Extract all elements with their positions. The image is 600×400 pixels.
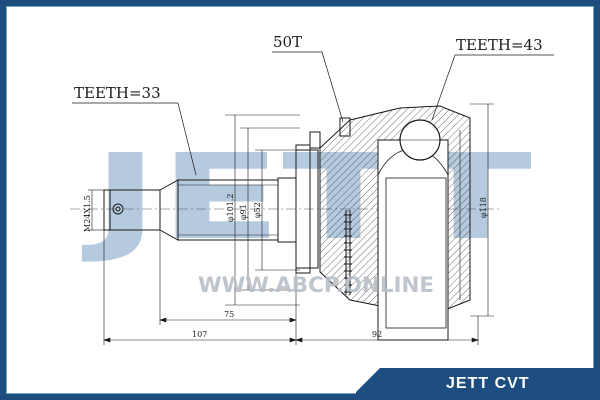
teeth-left-label: TEETH=33 [74,84,161,102]
diameter-91-dim: φ91 [239,204,248,220]
diameter-52-dim: φ52 [253,202,262,218]
stub-shaft [103,177,297,243]
brand-name: JETT CVT [446,375,530,392]
diameter-118-dim: φ118 [479,197,488,218]
length-dimensions [103,230,479,345]
teeth-right-label: TEETH=43 [456,36,543,54]
length-107-dim: 107 [192,330,207,339]
brand-banner [356,368,594,394]
abs-ring [344,210,352,295]
abs-teeth-label: 50T [273,33,302,51]
diameter-101-dim: φ101.2 [226,193,235,222]
outer-housing [319,105,471,341]
diameter-dimensions [88,103,494,317]
length-92-dim: 92 [372,330,382,339]
length-75-dim: 75 [224,310,234,319]
thread-dim: M24X1.5 [83,195,92,232]
leader-lines [72,51,554,176]
watermark-url: WWW.ABCP.ONLINE [198,273,434,297]
